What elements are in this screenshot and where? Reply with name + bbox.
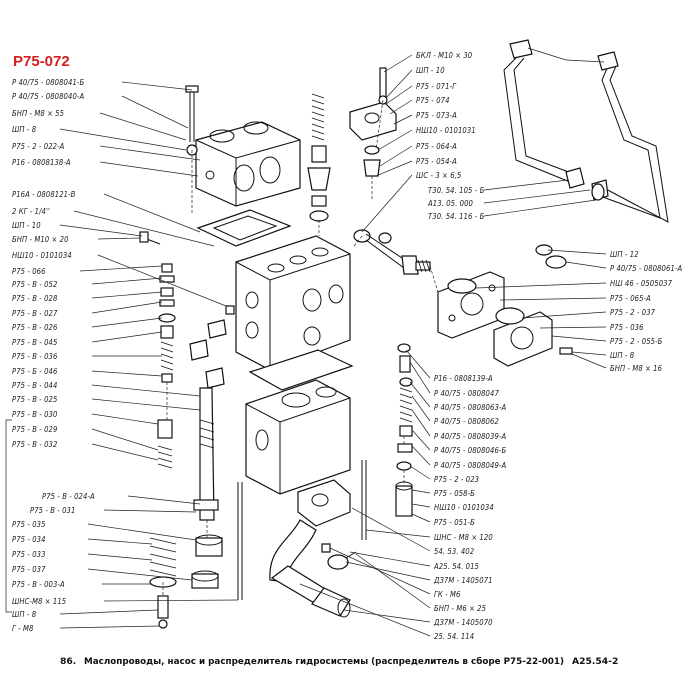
part-label: Р75 - 058-Б (434, 489, 475, 498)
part-label: БНП - М6 × 25 (434, 604, 486, 613)
pump-housing (245, 379, 351, 495)
part-label: ШП - 8 (12, 125, 37, 134)
part-label: БНП - М8 × 16 (610, 364, 663, 373)
part-label: А25. 54. 015 (433, 562, 479, 571)
middle-gasket (248, 349, 354, 391)
parts-drawing (139, 39, 669, 629)
part-label: БНП - М8 × 55 (12, 109, 64, 118)
part-label: 2 КГ - 1/4'' (12, 207, 50, 216)
part-label: ШП - 10 (12, 221, 41, 230)
part-label: Р75 - 034 (12, 535, 46, 544)
part-label: НШ 46 - 0505037 (610, 279, 673, 288)
part-label: НШ10 - 0101034 (434, 503, 494, 512)
part-label: Р75 - В - 003-А (12, 580, 65, 589)
part-label: Р 40/75 - 0808049-А (434, 461, 506, 470)
part-label: Р75 - 035 (12, 520, 46, 529)
part-label: Р75 - 065-А (610, 294, 651, 303)
diagram-code: Р75-072 (13, 53, 70, 70)
part-label: ШП - 8 (610, 351, 635, 360)
part-label: Т30. 54. 116 - Б (428, 212, 485, 221)
part-label: Р75 - 066 (12, 267, 46, 276)
part-label: Р16А - 0808121-В (12, 190, 76, 199)
part-label: ШС - 3 × 6,5 (416, 171, 461, 180)
part-label: ШНС - М8 × 120 (434, 533, 493, 542)
part-label: НШ10 - 0101031 (416, 126, 476, 135)
part-label: ШП - 10 (416, 66, 445, 75)
pump-flange-pipe (269, 479, 351, 618)
hose-clamp (327, 554, 349, 570)
part-label: Р 40/75 - 0808047 (434, 389, 499, 398)
part-label: БКЛ - М10 × 30 (416, 51, 472, 60)
part-label: Р16 - 0808138-А (12, 158, 71, 167)
part-label: Р75 - 074 (416, 96, 450, 105)
part-label: Р 40/75 - 0808046-Б (434, 446, 506, 455)
part-label: Р75 - 2 - 023 (434, 475, 479, 484)
labels-left: Р 40/75 - 0808041-Б Р 40/75 - 0808040-А БН… (12, 78, 95, 633)
part-label: Р75 - В - 028 (12, 294, 58, 303)
drain-plug (189, 339, 209, 361)
part-label: Р75 - 073-А (416, 111, 457, 120)
upper-check-valve (307, 93, 331, 222)
part-label: ДЗ7М - 1405070 (433, 618, 493, 627)
part-label: Р75 - В - 030 (12, 410, 57, 419)
part-label: ДЗ7М - 1405071 (433, 576, 493, 585)
part-label: Р 40/75 - 0808041-Б (12, 78, 84, 87)
part-label: БНП - М10 × 20 (12, 235, 69, 244)
part-label: ШНС-М8 × 115 (12, 597, 66, 606)
part-label: Р 40/75 - 0808063-А (434, 403, 506, 412)
pump-flange-plates (437, 244, 573, 367)
part-label: Р75 - Б - 046 (12, 367, 58, 376)
distributor-body (235, 235, 351, 371)
part-label: ГК - М6 (434, 590, 461, 599)
part-label: Р75 - 033 (12, 550, 46, 559)
part-label: 25. 54. 114 (434, 632, 474, 641)
labels-bottom: Р16 - 0808139-А Р 40/75 - 0808047 Р 40/75 … (433, 374, 506, 641)
part-label: Р75 - 071-Г (416, 82, 457, 91)
caption-ref: А25.54-2 (572, 656, 618, 667)
top-plate (349, 101, 397, 141)
leader-lines (5, 47, 607, 637)
part-label: Г - М8 (12, 624, 34, 633)
part-label: Р75 - В - 032 (12, 440, 57, 449)
part-label: Р75 - В - 027 (12, 309, 58, 318)
part-label: Р75 - В - 031 (30, 506, 75, 515)
upper-cover-block (195, 121, 301, 207)
upper-gasket (196, 209, 292, 247)
part-label: Р16 - 0808139-А (434, 374, 493, 383)
part-label: Р75 - 037 (12, 565, 46, 574)
part-label: Р75 - 051-Б (434, 518, 475, 527)
labels-top: БКЛ - М10 × 30 ШП - 10 Р75 - 071-Г Р75 - 07… (416, 51, 485, 221)
oil-pipe-lines (503, 39, 669, 223)
part-label: Р75 - В - 044 (12, 381, 57, 390)
part-label: НШ10 - 0101034 (12, 251, 72, 260)
part-label: Р75 - В - 029 (12, 425, 57, 434)
part-label: Р75 - В - 045 (12, 338, 57, 347)
right-valve-parts (321, 343, 413, 553)
relief-valve-assembly (149, 482, 243, 629)
part-label: Р 40/75 - 0808061-А (610, 264, 682, 273)
caption-number: 86. (60, 656, 76, 667)
part-label: Р75 - В - 036 (12, 352, 58, 361)
part-label: ШП - 8 (12, 610, 37, 619)
part-label: Р 40/75 - 0808062 (434, 417, 499, 426)
part-label: Р75 - 054-А (416, 157, 457, 166)
part-label: Р75 - В - 024-А (42, 492, 95, 501)
part-label: Р 40/75 - 0808040-А (12, 92, 84, 101)
part-label: Р 40/75 - 0808039-А (434, 432, 506, 441)
caption-text: Маслопроводы, насос и распределитель гид… (84, 656, 564, 667)
part-label: Т30. 54. 105 - Б (428, 186, 485, 195)
part-label: 54. 53. 402 (434, 547, 474, 556)
part-label: Р75 - 2 - 022-А (12, 142, 65, 151)
part-label: Р75 - 036 (610, 323, 644, 332)
part-label: ШП - 12 (610, 250, 639, 259)
part-label: Р75 - В - 052 (12, 280, 57, 289)
labels-right: ШП - 12 Р 40/75 - 0808061-А НШ 46 - 050503… (610, 250, 682, 373)
part-label: Р75 - 2 - 055-Б (610, 337, 663, 346)
part-label: Р75 - В - 026 (12, 323, 58, 332)
part-label: А13. 05. 000 (427, 199, 473, 208)
part-label: Р75 - 064-А (416, 142, 457, 151)
part-label: Р75 - В - 025 (12, 395, 57, 404)
part-label: Р75 - 2 - 037 (610, 308, 656, 317)
